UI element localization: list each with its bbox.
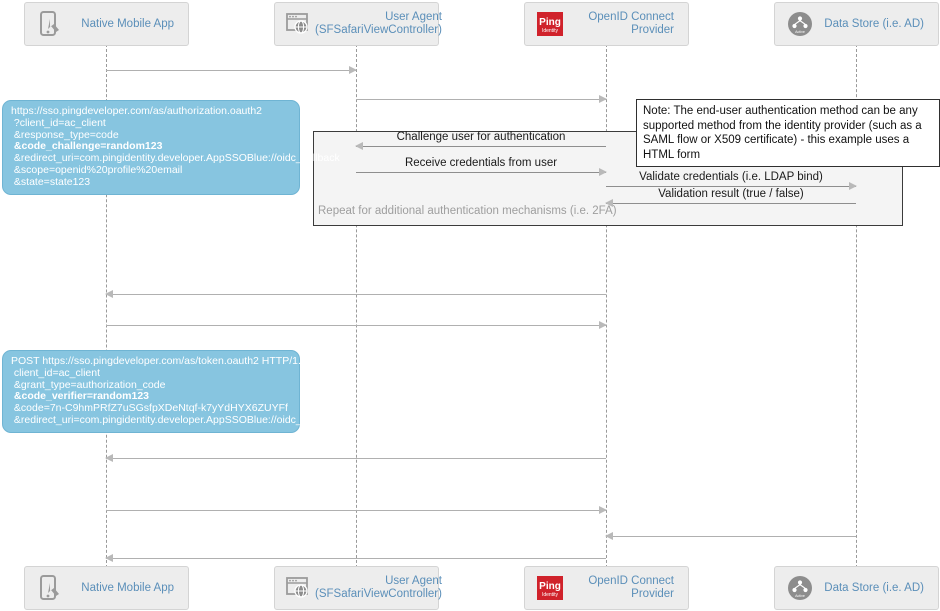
- lifeline-native-mobile-app: [106, 44, 107, 588]
- callout-line: POST https://sso.pingdeveloper.com/as/to…: [11, 355, 307, 367]
- arrow-head: [355, 142, 363, 150]
- participant-header-native-mobile-app[interactable]: Native Mobile App: [24, 2, 189, 46]
- arrow-head: [349, 66, 357, 74]
- arrow-head: [105, 290, 113, 298]
- active-directory-icon: Active: [785, 573, 815, 603]
- participant-label: User Agent (SFSafariViewController): [315, 575, 442, 600]
- participant-header-openid-connect-provider[interactable]: Ping Identity OpenID Connect Provider: [524, 2, 689, 46]
- message-label: Validation result (true / false): [658, 188, 804, 200]
- svg-text:Identity: Identity: [542, 28, 559, 34]
- arrow-line: [106, 458, 606, 459]
- arrow-line: [606, 203, 856, 204]
- participant-label: Data Store (i.e. AD): [824, 581, 924, 594]
- participant-label: OpenID Connect Provider: [588, 11, 674, 36]
- message-label: Validate credentials (i.e. LDAP bind): [639, 171, 823, 183]
- active-directory-icon: Active: [785, 9, 815, 39]
- participant-footer-openid-connect-provider[interactable]: Ping Identity OpenID Connect Provider: [524, 566, 689, 610]
- participant-label: Native Mobile App: [81, 17, 174, 30]
- arrow-head: [599, 321, 607, 329]
- arrow-line: [356, 99, 606, 100]
- message-label: Receive credentials from user: [404, 157, 558, 169]
- arrow-line: [606, 536, 856, 537]
- participant-label: User Agent (SFSafariViewController): [315, 11, 442, 36]
- lifeline-user-agent: [356, 44, 357, 588]
- callout-line-highlighted: &code_challenge=random123: [11, 140, 163, 153]
- authentication-method-note: Note: The end-user authentication method…: [636, 99, 940, 167]
- arrow-head: [105, 554, 113, 562]
- lifeline-data-store: [856, 44, 857, 588]
- svg-text:Active: Active: [795, 30, 805, 34]
- participant-footer-data-store[interactable]: Active Data Store (i.e. AD): [774, 566, 939, 610]
- arrow-line: [106, 325, 606, 326]
- fragment-footer-label: Repeat for additional authentication mec…: [318, 205, 617, 217]
- participant-footer-user-agent[interactable]: User Agent (SFSafariViewController): [274, 566, 442, 610]
- callout-line: &redirect_uri=com.pingidentity.developer…: [11, 152, 340, 165]
- arrow-line: [606, 186, 856, 187]
- callout-line: &code=7n-C9hmPRfZ7uSGsfpXDeNtqf-k7yYdHYX…: [11, 402, 288, 415]
- browser-globe-icon: [285, 573, 315, 603]
- svg-text:Identity: Identity: [542, 592, 559, 598]
- callout-line: &state=state123: [11, 175, 91, 188]
- callout-line: &response_type=code: [11, 128, 119, 141]
- participant-label: OpenID Connect Provider: [588, 575, 674, 600]
- message-label: Challenge user for authentication: [396, 131, 566, 143]
- arrow-head: [599, 506, 607, 514]
- arrow-head: [105, 454, 113, 462]
- arrow-head: [849, 182, 857, 190]
- participant-label: Native Mobile App: [81, 581, 174, 594]
- arrow-line: [106, 558, 606, 559]
- participant-header-data-store[interactable]: Active Data Store (i.e. AD): [774, 2, 939, 46]
- ping-identity-logo-icon: Ping Identity: [535, 9, 565, 39]
- arrow-head: [605, 532, 613, 540]
- arrow-line: [356, 172, 606, 173]
- arrow-line: [356, 146, 606, 147]
- arrow-head: [599, 168, 607, 176]
- arrow-line: [106, 70, 356, 71]
- arrow-line: [106, 510, 606, 511]
- browser-globe-icon: [285, 9, 315, 39]
- callout-line: client_id=ac_client: [11, 366, 101, 379]
- callout-line: &scope=openid%20profile%20email: [11, 163, 183, 176]
- callout-line: &redirect_uri=com.pingidentity.developer…: [11, 413, 340, 426]
- arrow-head: [599, 95, 607, 103]
- arrow-line: [106, 294, 606, 295]
- callout-line: ?client_id=ac_client: [11, 116, 106, 129]
- mobile-phone-icon: [35, 573, 65, 603]
- callout-line-highlighted: &code_verifier=random123: [11, 390, 150, 403]
- callout-line: &grant_type=authorization_code: [11, 378, 166, 391]
- arrow-head: [605, 199, 613, 207]
- mobile-phone-icon: [35, 9, 65, 39]
- ping-identity-logo-icon: Ping Identity: [535, 573, 565, 603]
- callout-line: https://sso.pingdeveloper.com/as/authori…: [11, 105, 262, 117]
- svg-text:Ping: Ping: [539, 581, 561, 592]
- token-request-callout: POST https://sso.pingdeveloper.com/as/to…: [2, 350, 340, 433]
- participant-footer-native-mobile-app[interactable]: Native Mobile App: [24, 566, 189, 610]
- authorization-request-callout: https://sso.pingdeveloper.com/as/authori…: [2, 100, 340, 195]
- lifeline-openid-connect-provider: [606, 44, 607, 588]
- svg-text:Ping: Ping: [539, 17, 561, 28]
- participant-label: Data Store (i.e. AD): [824, 17, 924, 30]
- svg-text:Active: Active: [795, 594, 805, 598]
- participant-header-user-agent[interactable]: User Agent (SFSafariViewController): [274, 2, 442, 46]
